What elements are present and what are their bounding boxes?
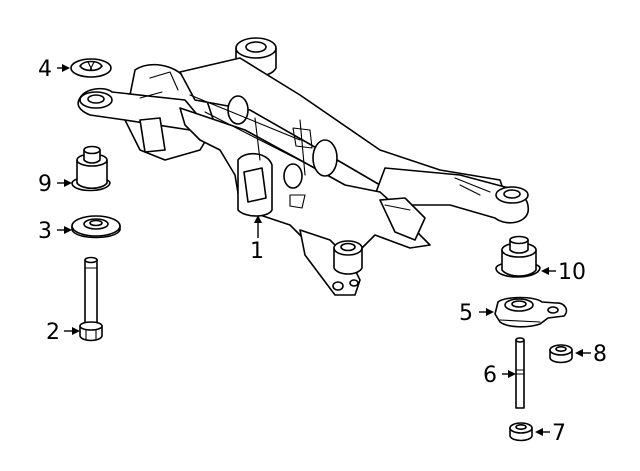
callout-9: 9 [38, 172, 52, 197]
nut-part-7 [509, 422, 533, 442]
bracket-part-5 [494, 296, 568, 328]
callout-10: 10 [558, 260, 586, 285]
callout-1: 1 [250, 239, 264, 264]
leader-lines [57, 64, 591, 436]
washer-part-3 [71, 215, 121, 239]
callout-8: 8 [593, 342, 607, 367]
subframe-part [77, 37, 530, 296]
bushing-part-10 [495, 235, 541, 278]
stud-part-6 [515, 337, 525, 409]
callout-7: 7 [552, 421, 566, 446]
nut-part-8 [549, 344, 573, 364]
callout-5: 5 [459, 301, 473, 326]
callout-3: 3 [38, 219, 52, 244]
callout-2: 2 [46, 320, 60, 345]
stopper-part-4 [70, 58, 112, 78]
callout-4: 4 [38, 57, 52, 82]
callout-6: 6 [483, 363, 497, 388]
bushing-part-9 [71, 145, 111, 192]
bolt-part-2 [79, 256, 103, 342]
